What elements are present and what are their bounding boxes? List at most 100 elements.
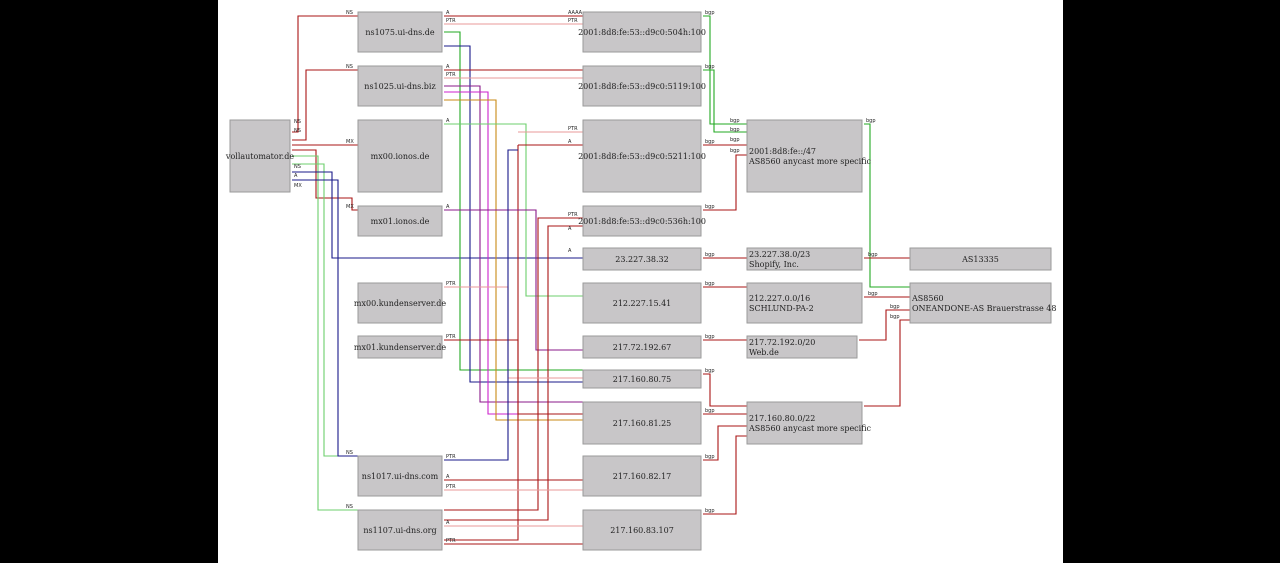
- node-ip-23: 23.227.38.32: [582, 247, 702, 271]
- node-label: ns1017.ui-dns.com: [362, 472, 439, 481]
- node-label: 217.72.192.0/20: [749, 338, 815, 347]
- node-ns1107: ns1107.ui-dns.org: [357, 509, 443, 551]
- node-box: [746, 247, 863, 271]
- edge-label: PTR: [568, 212, 578, 218]
- node-box: [909, 282, 1052, 324]
- edge-label: A: [446, 64, 450, 70]
- edge-label: PTR: [446, 334, 456, 340]
- node-box: [357, 282, 443, 324]
- edge-line: [292, 149, 358, 211]
- node-box: [746, 335, 858, 359]
- node-v6-5211: 2001:8d8:fe:53::d9c0:5211:100: [578, 119, 706, 193]
- edge-line: [444, 145, 519, 541]
- node-box: [357, 335, 443, 359]
- node-ns1025: ns1025.ui-dns.biz: [357, 65, 443, 107]
- node-box: [746, 401, 863, 445]
- edge-label: A: [446, 474, 450, 480]
- edge-label: A: [446, 10, 450, 16]
- node-v6-504h: 2001:8d8:fe:53::d9c0:504h:100: [578, 11, 706, 53]
- edge-line: [292, 155, 358, 511]
- node-mx00kunden: mx00.kundenserver.de: [354, 282, 446, 324]
- node-box: [909, 247, 1052, 271]
- node-label: 2001:8d8:fe::/47: [749, 147, 816, 156]
- edge-label: bgp: [705, 10, 715, 16]
- node-box: [229, 119, 291, 193]
- edge-line: [444, 149, 518, 461]
- node-label: 23.227.38.0/23: [749, 250, 810, 259]
- edge-line: [859, 309, 910, 341]
- node-label: 2001:8d8:fe:53::d9c0:536h:100: [578, 217, 706, 226]
- edge-label: PTR: [446, 538, 456, 544]
- node-ip-82-17: 217.160.82.17: [582, 455, 702, 497]
- edge-label: NS: [294, 119, 301, 125]
- edge-label: PTR: [446, 18, 456, 24]
- edge-label: bgp: [890, 304, 900, 310]
- node-mx00ionos: mx00.ionos.de: [357, 119, 443, 193]
- node-box: [582, 205, 702, 237]
- edge-line: [444, 209, 583, 351]
- node-label: mx00.ionos.de: [371, 152, 430, 161]
- node-v6-5119: 2001:8d8:fe:53::d9c0:5119:100: [578, 65, 706, 107]
- node-box: [357, 205, 443, 237]
- node-ip-80-75: 217.160.80.75: [582, 369, 702, 389]
- node-box: [746, 282, 863, 324]
- edge-label: MX: [346, 139, 354, 145]
- node-label: 217.160.82.17: [613, 472, 672, 481]
- edge-label: bgp: [730, 137, 740, 143]
- edge-label: A: [446, 118, 450, 124]
- edge-line: [444, 91, 583, 415]
- edge-label: NS: [346, 504, 353, 510]
- node-label: ns1107.ui-dns.org: [363, 526, 436, 535]
- edge-label: A: [568, 139, 572, 145]
- edge-line: [292, 15, 358, 133]
- edge-label: bgp: [705, 408, 715, 414]
- node-label: AS8560 anycast more specific: [748, 157, 872, 166]
- edge-label: MX: [346, 204, 354, 210]
- edge-label: NS: [346, 450, 353, 456]
- edge-label: PTR: [446, 484, 456, 490]
- edge-label: bgp: [890, 314, 900, 320]
- edge-line: [444, 286, 583, 379]
- edge-label: A: [294, 173, 298, 179]
- edge-label: PTR: [446, 72, 456, 78]
- node-label: ns1075.ui-dns.de: [365, 28, 435, 37]
- edge-line: [703, 154, 747, 211]
- edge-line: [292, 69, 358, 141]
- edge-line: [444, 85, 583, 403]
- node-box: [582, 401, 702, 445]
- node-ip-83-107: 217.160.83.107: [582, 509, 702, 551]
- edge-line: [864, 319, 910, 407]
- node-label: AS8560: [911, 294, 944, 303]
- edge-line: [444, 217, 583, 511]
- node-label: 217.160.80.0/22: [749, 414, 815, 423]
- edge-line: [444, 99, 583, 421]
- node-layer: vollautomator.de ns1075.ui-dns.de ns1025.u…: [225, 11, 1056, 551]
- edge-line: [703, 425, 747, 461]
- node-ip-81-25: 217.160.81.25: [582, 401, 702, 445]
- node-box: [582, 282, 702, 324]
- node-box: [357, 11, 443, 53]
- edge-label: NS: [294, 164, 301, 170]
- node-box: [357, 119, 443, 193]
- edge-line: [292, 171, 583, 259]
- node-label: 217.72.192.67: [613, 343, 672, 352]
- node-as13335: AS13335: [909, 247, 1052, 271]
- node-ip-217-192: 217.72.192.67: [582, 335, 702, 359]
- edge-label: bgp: [705, 334, 715, 340]
- node-label: vollautomator.de: [225, 152, 294, 161]
- edge-label: MX: [294, 183, 302, 189]
- node-label: 2001:8d8:fe:53::d9c0:5119:100: [578, 82, 706, 91]
- edge-label: A: [568, 248, 572, 254]
- node-label: mx01.ionos.de: [371, 217, 430, 226]
- node-box: [582, 455, 702, 497]
- edge-label: PTR: [446, 281, 456, 287]
- edge-label: bgp: [868, 252, 878, 258]
- node-label: ns1025.ui-dns.biz: [364, 82, 435, 91]
